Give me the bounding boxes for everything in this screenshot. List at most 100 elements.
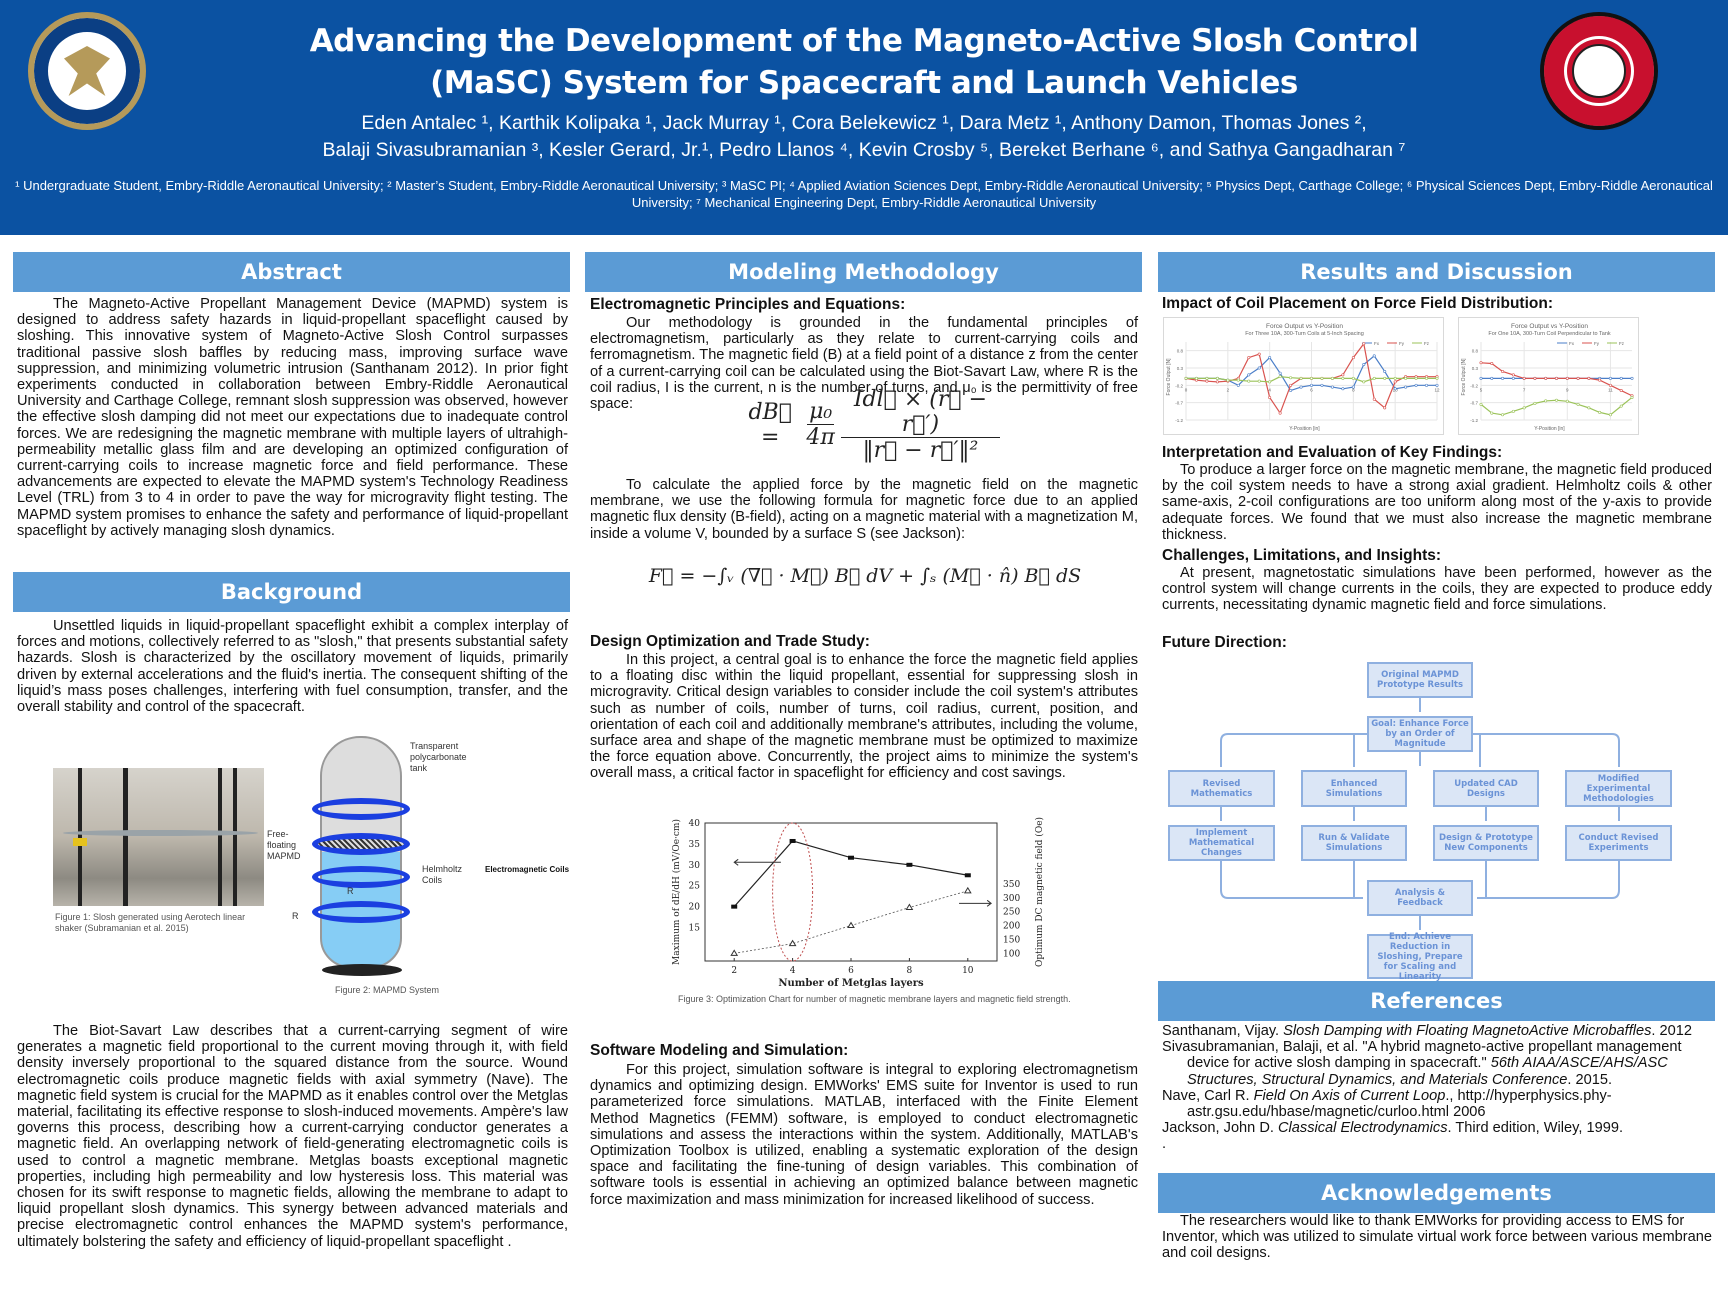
reference-part: Sivasubramanian, Balaji, et al. "A hybri… (1162, 1039, 1682, 1072)
poster-title: Advancing the Development of the Magneto… (300, 20, 1428, 104)
y-tick-label: 0.8 (1177, 349, 1184, 354)
data-point (1404, 385, 1408, 389)
data-point (1236, 383, 1240, 387)
data-point (1544, 376, 1548, 380)
data-point (1362, 342, 1366, 346)
data-point (1268, 395, 1272, 399)
data-point (1205, 379, 1209, 383)
data-point (1383, 376, 1387, 380)
y-tick-label: 30 (689, 861, 701, 871)
y-tick-label: -0.7 (1470, 401, 1478, 406)
y-tick-label: 0.3 (1472, 366, 1479, 371)
flowchart-connectors (1220, 698, 1620, 930)
data-point (1619, 404, 1623, 408)
flow-design-prototype: Design & Prototype New Components (1433, 825, 1539, 861)
data-point (1310, 376, 1314, 380)
eq1-fraction: Idl⃗ × (r⃗ − r⃗′)‖r⃗ − r⃗′‖² (840, 387, 1000, 463)
data-point (1511, 376, 1515, 380)
y-tick-label: -1.2 (1470, 418, 1478, 423)
key-findings-heading: Interpretation and Evaluation of Key Fin… (1162, 444, 1503, 461)
y-tick-label: -0.2 (1470, 383, 1478, 388)
software-heading: Software Modeling and Simulation: (590, 1042, 849, 1059)
force-text: To calculate the applied force by the ma… (590, 477, 1138, 542)
data-point (1372, 397, 1376, 401)
data-point-triangle (963, 886, 972, 894)
background-heading: Background (13, 572, 570, 612)
abstract-text: The Magneto-Active Propellant Management… (17, 296, 568, 539)
eq1-den: ‖r⃗ − r⃗′‖² (862, 437, 979, 463)
data-point (1544, 399, 1548, 403)
data-point (1247, 379, 1251, 383)
data-point (1351, 356, 1355, 360)
data-point (1257, 366, 1261, 370)
reference-item: Jackson, John D. Classical Electrodynami… (1162, 1120, 1714, 1136)
data-point (1289, 376, 1293, 380)
plot-frame (704, 822, 998, 962)
data-point (1619, 376, 1623, 380)
x-tick-label: 0 (1185, 387, 1188, 392)
data-point (1268, 380, 1272, 384)
y-tick-label: -1.2 (1175, 418, 1183, 423)
eq1-coef-den: 4π (806, 425, 835, 450)
data-point (1555, 376, 1559, 380)
chart-title: Force Output vs Y-Position (1266, 323, 1343, 330)
data-point (1555, 398, 1559, 402)
data-point (1341, 373, 1345, 377)
data-point (1501, 376, 1505, 380)
data-point (1383, 406, 1387, 410)
data-point (1435, 376, 1439, 380)
data-point (1576, 376, 1580, 380)
legend-label: Fy (1399, 341, 1405, 346)
data-point (1490, 361, 1494, 365)
design-optimization-heading: Design Optimization and Trade Study: (590, 633, 870, 650)
legend-label: Fx (1569, 341, 1575, 346)
data-point (1320, 376, 1324, 380)
x-tick-label: 5 (1480, 387, 1483, 392)
abstract-heading: Abstract (13, 252, 570, 292)
data-point (1608, 413, 1612, 417)
biot-savart-text: The Biot-Savart Law describes that a cur… (17, 1023, 568, 1250)
figure-3-caption: Figure 3: Optimization Chart for number … (678, 994, 1071, 1004)
design-optimization-text: In this project, a central goal is to en… (590, 652, 1138, 782)
reference-item: Sivasubramanian, Balaji, et al. "A hybri… (1162, 1039, 1714, 1088)
data-point (1215, 380, 1219, 384)
reference-part: . 2015. (1567, 1071, 1613, 1088)
data-point (1383, 369, 1387, 373)
data-point (1299, 385, 1303, 389)
data-point (1598, 410, 1602, 414)
y2-tick-label: 150 (1003, 935, 1020, 945)
data-point (1479, 402, 1483, 406)
data-point-square (848, 855, 854, 860)
key-findings-text: To produce a larger force on the magneti… (1162, 462, 1712, 543)
reference-part: Nave, Carl R. (1162, 1087, 1254, 1104)
x-tick-label: 4 (1268, 387, 1271, 392)
figure-2-caption: Figure 2: MAPMD System (335, 985, 440, 995)
data-point (1501, 369, 1505, 373)
reference-part: . 2012 (1651, 1023, 1692, 1039)
data-point (1362, 380, 1366, 384)
data-point-square (964, 873, 971, 878)
data-point (1278, 411, 1282, 415)
x-tick-label: 7 (1523, 387, 1526, 392)
y2-tick-label: 250 (1003, 908, 1020, 918)
flow-analysis-feedback: Analysis & Feedback (1367, 880, 1473, 916)
data-point (1341, 376, 1345, 380)
reference-part: Classical Electrodynamics (1278, 1120, 1448, 1137)
references-heading: References (1158, 981, 1715, 1021)
data-point (1215, 376, 1219, 380)
carthage-college-logo (1540, 12, 1658, 130)
data-point (1320, 383, 1324, 387)
em-principles-text: Our methodology is grounded in the funda… (590, 315, 1138, 413)
data-point (1351, 376, 1355, 380)
figure-1-caption: Figure 1: Slosh generated using Aerotech… (55, 912, 246, 933)
authors-line-1: Eden Antalec ¹, Karthik Kolipaka ¹, Jack… (361, 112, 1367, 134)
data-point (1247, 373, 1251, 377)
flow-start: Original MAPMD Prototype Results (1367, 662, 1473, 698)
data-point (1533, 376, 1537, 380)
flow-goal: Goal: Enhance Force by an Order of Magni… (1367, 716, 1473, 752)
software-text: For this project, simulation software is… (590, 1062, 1138, 1208)
label-r-outer: R (292, 911, 299, 921)
data-point (1619, 389, 1623, 393)
